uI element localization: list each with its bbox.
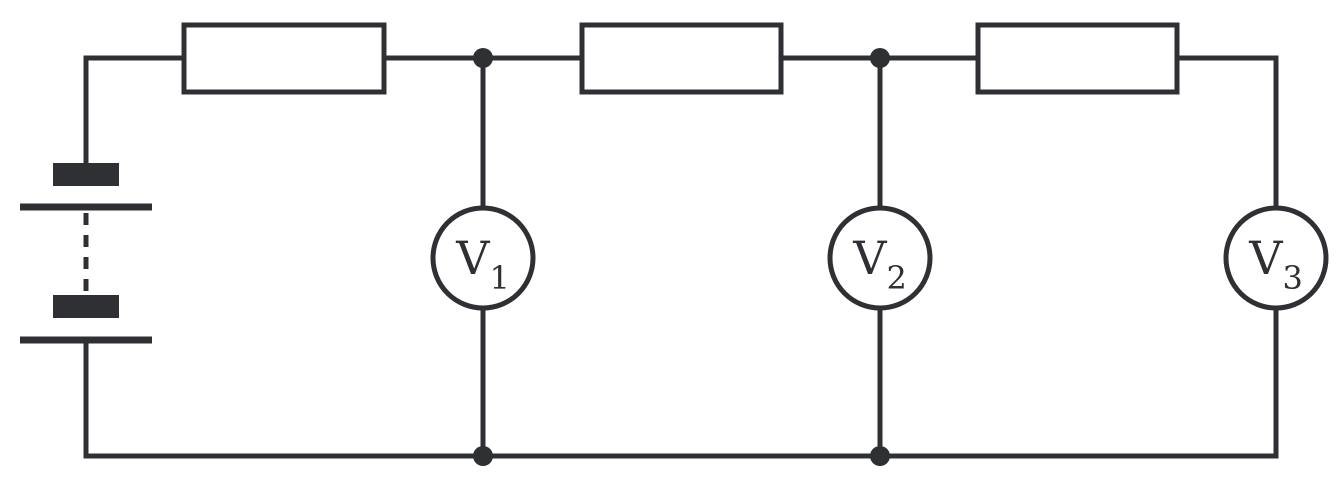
- voltmeter-label: V1: [455, 231, 510, 297]
- voltmeter-3: V3: [1223, 205, 1329, 311]
- battery: [20, 163, 152, 344]
- resistor-3: [975, 22, 1180, 95]
- cell-negative-plate: [53, 163, 119, 186]
- junction-dot: [870, 48, 890, 68]
- bottom-rail: [83, 306, 1279, 459]
- voltmeter-ring: [1223, 205, 1329, 311]
- junction-dot: [473, 48, 493, 68]
- voltmeter-subscript: 2: [886, 259, 906, 297]
- voltmeter-2: V2: [827, 205, 933, 311]
- voltmeter-label: V3: [1248, 231, 1303, 297]
- wire-battery-top: [83, 55, 187, 166]
- voltmeter-1: V1: [430, 205, 536, 311]
- resistor-2: [579, 22, 784, 95]
- voltmeter-letter: V: [455, 231, 490, 285]
- voltmeter-subscript: 1: [489, 259, 509, 297]
- junction-dot: [473, 446, 493, 466]
- resistor-1: [181, 22, 387, 95]
- voltmeter-letter: V: [1248, 231, 1283, 285]
- voltmeter-letter: V: [852, 231, 887, 285]
- voltmeter-ring: [827, 205, 933, 311]
- voltmeter-ring: [430, 205, 536, 311]
- voltmeter-subscript: 3: [1282, 259, 1302, 297]
- junction-dot: [870, 446, 890, 466]
- cell-negative-plate: [53, 295, 119, 318]
- wire-top-right: [1174, 55, 1279, 210]
- voltmeter-label: V2: [852, 231, 907, 297]
